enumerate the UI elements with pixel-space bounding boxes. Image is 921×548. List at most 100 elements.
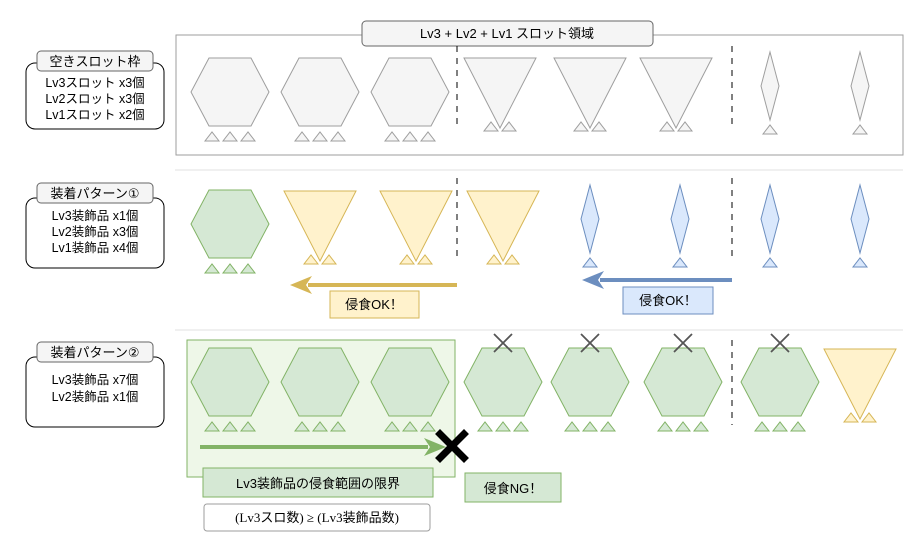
lv3-hexagon: [370, 57, 450, 142]
slot-pip: [476, 421, 494, 432]
slot-pip: [311, 131, 329, 142]
lv3-limit-label: Lv3装飾品の侵食範囲の限界: [202, 467, 434, 498]
pattern2-legend: 装着パターン② Lv3装飾品 x7個 Lv2装飾品 x1個: [25, 341, 165, 428]
pattern1-title: 装着パターン①: [50, 186, 139, 201]
slot-pip: [658, 121, 676, 132]
erosion-arrow-yellow: [290, 276, 457, 294]
lv3-hexagon: [190, 189, 270, 274]
slot-pip: [398, 254, 416, 265]
slot-pip: [676, 121, 694, 132]
lv1-diamond: [760, 183, 780, 268]
slot-pip: [482, 121, 500, 132]
slot-pip: [581, 421, 599, 432]
erosion-ng-label: 侵食NG！: [464, 472, 562, 503]
erosion-cross-icon: [673, 333, 693, 353]
slot-pip: [239, 131, 257, 142]
slot-pip: [500, 121, 518, 132]
empty-slots-legend: 空きスロット枠 Lv3スロット x3個 Lv2スロット x3個 Lv1スロット …: [25, 50, 165, 130]
slot-region-label: Lv3 + Lv2 + Lv1 スロット領域: [361, 20, 654, 47]
slot-pip: [563, 421, 581, 432]
slot-pip: [311, 421, 329, 432]
svg-text:Lv2装飾品 x1個: Lv2装飾品 x1個: [52, 390, 139, 404]
svg-text:Lv3 + Lv2 + Lv1 スロット領域: Lv3 + Lv2 + Lv1 スロット領域: [420, 26, 594, 41]
slot-pip: [494, 421, 512, 432]
slot-pip: [293, 131, 311, 142]
erosion-blocked-x-icon: [435, 429, 469, 463]
slot-pip: [419, 131, 437, 142]
slot-pip: [485, 254, 503, 265]
slot-pip: [320, 254, 338, 265]
erosion-arrow-blue: [582, 271, 732, 289]
lv2-triangle: [823, 348, 897, 423]
lv3-hexagon: [550, 333, 630, 432]
svg-text:Lv2スロット x3個: Lv2スロット x3個: [45, 92, 144, 106]
slot-pip: [221, 421, 239, 432]
erosion-cross-icon: [493, 333, 513, 353]
slot-pip: [771, 421, 789, 432]
lv3-hexagon: [740, 333, 820, 432]
slot-pip: [293, 421, 311, 432]
slot-pip: [761, 124, 779, 135]
erosion-ok-blue-label: 侵食OK！: [622, 286, 714, 315]
lv1-diamond: [580, 183, 600, 268]
slot-pip: [239, 263, 257, 274]
slot-pip: [842, 412, 860, 423]
lv1-diamond: [850, 50, 870, 135]
lv2-triangle: [553, 57, 627, 132]
pattern1-legend: 装着パターン① Lv3装飾品 x1個 Lv2装飾品 x3個 Lv1装飾品 x4個: [25, 182, 165, 269]
svg-text:侵食NG！: 侵食NG！: [484, 481, 543, 496]
svg-text:侵食OK！: 侵食OK！: [639, 293, 697, 308]
lv3-hexagon: [190, 347, 270, 432]
svg-text:Lv2装飾品 x3個: Lv2装飾品 x3個: [52, 225, 139, 239]
svg-text:Lv3装飾品 x7個: Lv3装飾品 x7個: [52, 373, 139, 387]
slot-pip: [512, 421, 530, 432]
lv2-triangle: [463, 57, 537, 132]
slot-pip: [239, 421, 257, 432]
slot-pip: [671, 257, 689, 268]
svg-text:Lv3装飾品の侵食範囲の限界: Lv3装飾品の侵食範囲の限界: [236, 476, 400, 491]
lv3-hexagon: [643, 333, 723, 432]
erosion-cross-icon: [770, 333, 790, 353]
slot-pip: [599, 421, 617, 432]
slot-pip: [329, 131, 347, 142]
lv2-triangle: [283, 190, 357, 265]
svg-text:Lv1装飾品 x4個: Lv1装飾品 x4個: [52, 241, 139, 255]
lv1-diamond: [850, 183, 870, 268]
slot-pip: [860, 412, 878, 423]
slot-pip: [401, 421, 419, 432]
erosion-cross-icon: [580, 333, 600, 353]
slot-pip: [761, 257, 779, 268]
erosion-arrow-green: [200, 438, 446, 456]
lv3-hexagon: [190, 57, 270, 142]
slot-pip: [753, 421, 771, 432]
slot-pip: [383, 421, 401, 432]
slot-pip: [203, 131, 221, 142]
slot-pip: [590, 121, 608, 132]
slot-pip: [572, 121, 590, 132]
lv2-triangle: [466, 190, 540, 265]
lv2-triangle: [639, 57, 713, 132]
slot-pip: [383, 131, 401, 142]
slot-pip: [416, 254, 434, 265]
slot-pip: [674, 421, 692, 432]
svg-text:Lv3スロット x3個: Lv3スロット x3個: [45, 76, 144, 90]
slot-pip: [851, 124, 869, 135]
erosion-ok-yellow-label: 侵食OK！: [329, 290, 420, 319]
lv3-hexagon: [280, 57, 360, 142]
slot-pip: [203, 263, 221, 274]
lv3-hexagon: [370, 347, 450, 432]
svg-text:侵食OK！: 侵食OK！: [345, 297, 403, 312]
lv3-hexagon: [280, 347, 360, 432]
slot-pip: [851, 257, 869, 268]
condition-formula: (Lv3スロ数) ≥ (Lv3装飾品数): [203, 503, 431, 532]
lv3-hexagon: [463, 333, 543, 432]
slot-pip: [203, 421, 221, 432]
slot-pip: [789, 421, 807, 432]
empty-slots-title: 空きスロット枠: [49, 54, 140, 69]
slot-pip: [692, 421, 710, 432]
slot-pip: [221, 263, 239, 274]
slot-pip: [581, 257, 599, 268]
svg-text:Lv3装飾品 x1個: Lv3装飾品 x1個: [52, 209, 139, 223]
slot-pip: [302, 254, 320, 265]
